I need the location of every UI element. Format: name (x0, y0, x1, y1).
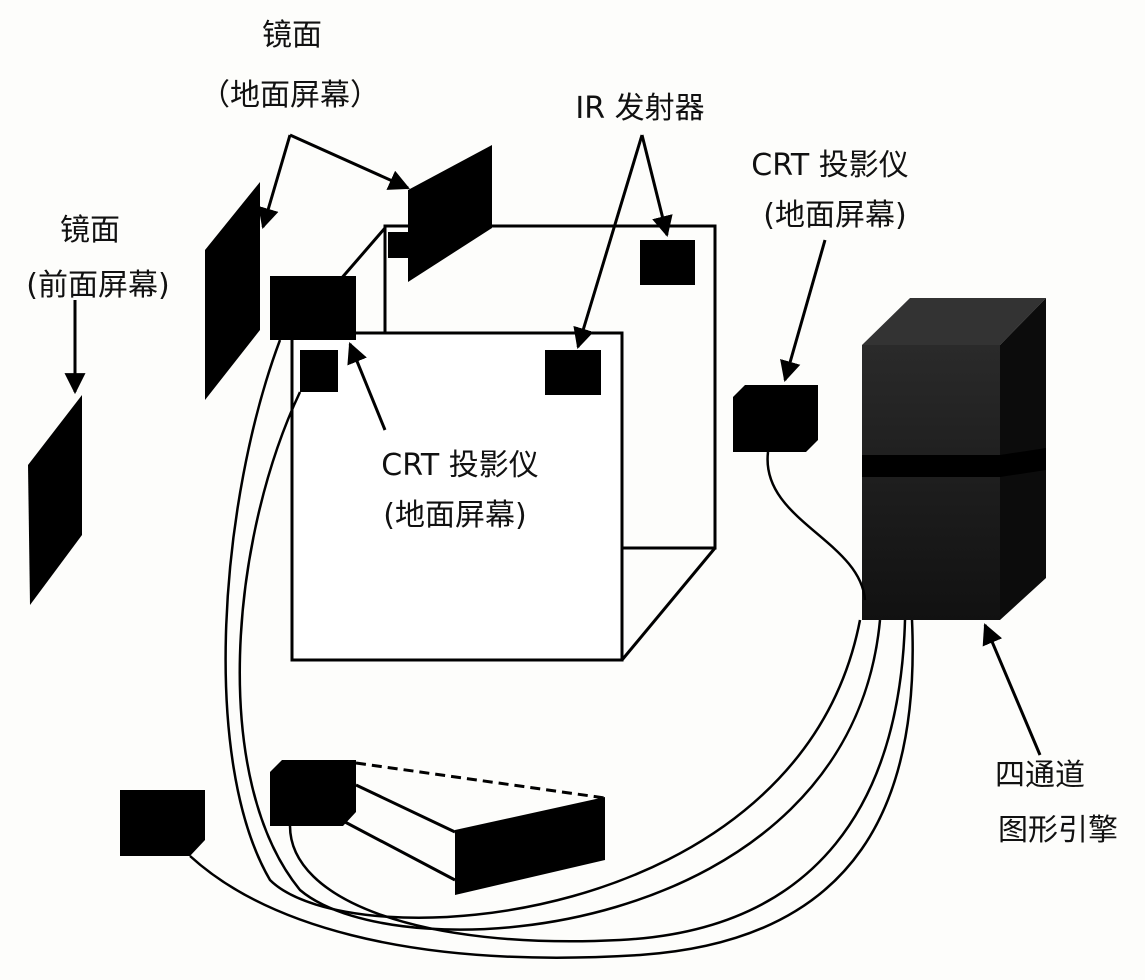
label-graphics-engine-sub: 图形引擎 (998, 813, 1118, 848)
label-front-mirror-sub: (前面屏幕) (26, 268, 169, 303)
beam-dashed-line (355, 761, 606, 800)
label-ir-emitter: IR 发射器 (575, 91, 704, 126)
front-mirror (28, 395, 82, 605)
left-mirror (205, 182, 260, 400)
beam-line (355, 783, 456, 834)
label-center-projector-sub: (地面屏幕) (383, 498, 526, 533)
crt-projector-top (270, 276, 356, 340)
label-center-projector: CRT 投影仪 (381, 448, 538, 483)
bottom-mirror (455, 797, 605, 895)
label-top-mirror-sub: （地面屏幕） (200, 78, 380, 113)
cube-edge (338, 227, 387, 281)
cube-edge (620, 547, 717, 661)
arrows (64, 133, 1042, 756)
label-right-projector-sub: (地面屏幕) (763, 198, 906, 233)
top-mirror (408, 145, 492, 282)
label-graphics-engine: 四通道 (995, 758, 1085, 793)
crt-projector-bottom (270, 760, 356, 826)
projector-lens (300, 350, 338, 392)
graphics-engine (862, 298, 1046, 620)
ir-emitter (640, 240, 695, 285)
beam-line (344, 820, 456, 882)
crt-projector-bottom-left (120, 790, 205, 856)
cables (189, 339, 914, 959)
label-right-projector: CRT 投影仪 (751, 148, 908, 183)
ir-emitter (545, 350, 601, 395)
crt-projector-right (733, 385, 818, 452)
label-front-mirror: 镜面 (60, 213, 120, 248)
label-top-mirror: 镜面 (262, 18, 322, 53)
